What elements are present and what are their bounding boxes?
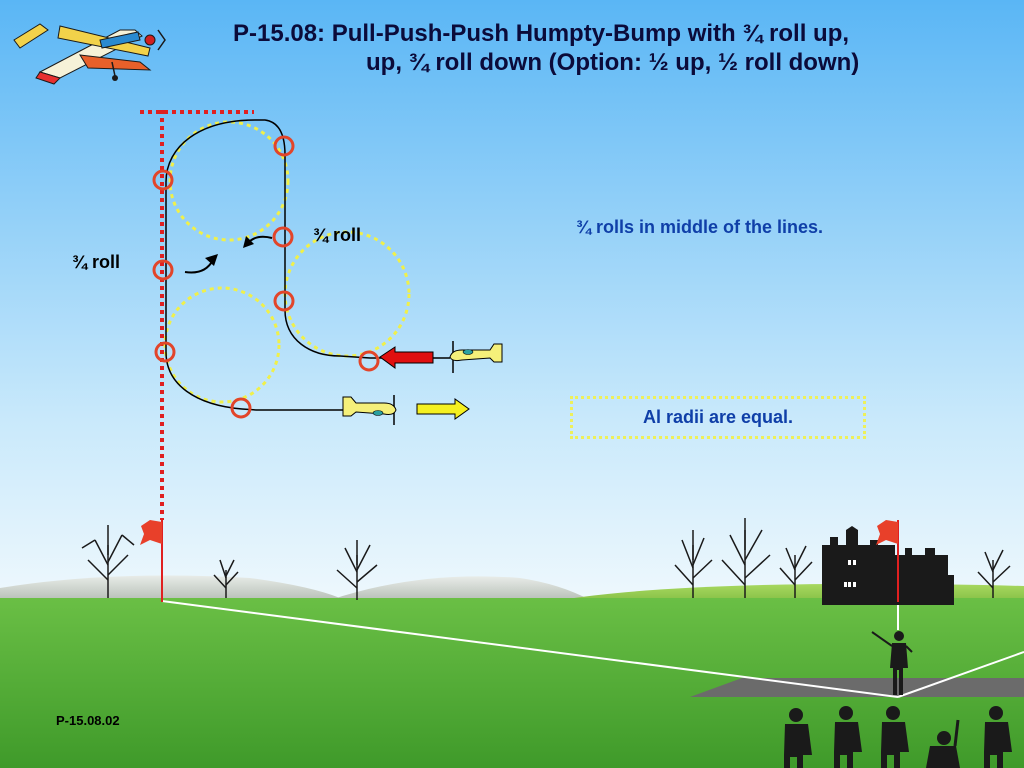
title-line-1: P-15.08: Pull-Push-Push Humpty-Bump with… [233,20,850,47]
marker-left-lower [154,341,176,363]
pilot-silhouette [871,631,913,695]
logo-airplane [13,23,166,85]
judge-5 [984,706,1012,768]
marker-exit [230,397,252,419]
judge-4 [926,719,960,768]
entry-plane [449,341,503,373]
flag-left [140,520,163,602]
tree-4 [674,530,713,598]
exit-arrow [416,398,470,420]
radii-note-text: Al radii are equal. [642,407,794,427]
figure-markers [152,135,380,419]
distant-hill-center [330,576,590,600]
marker-entry [358,350,380,372]
judge-2 [834,706,862,768]
field-line-left [161,600,899,698]
tree-5 [721,518,771,598]
radius-guide-bottom [163,286,281,404]
distant-hill-left [0,575,340,600]
judge-1 [784,708,812,768]
tree-3 [336,540,378,600]
roll-arrow-left [184,254,218,274]
marker-center [272,226,294,248]
marker-top-right [273,135,295,157]
tree-2 [213,559,239,598]
title-line-2: up, ¾ roll down (Option: ½ up, ½ roll do… [366,49,860,76]
judges-silhouettes [784,706,1012,768]
flag-right [876,520,899,602]
figure-code: P-15.08.02 [56,713,120,728]
tree-1 [81,525,135,598]
tree-7 [977,549,1011,598]
field-line-right [897,651,1024,698]
marker-right-lower [273,290,295,312]
runway [690,678,1024,697]
entry-arrow [379,346,434,369]
sky [0,0,1024,600]
marker-left-upper [152,169,174,191]
roll-label-left: ¾ roll [72,252,121,272]
radius-guide-top [168,120,290,242]
exit-plane [342,395,397,425]
castle-windows [844,560,856,587]
roll-arrow-right [243,235,273,248]
marker-left-mid [152,259,174,281]
rolls-middle-note: ¾ rolls in middle of the lines. [576,217,824,237]
roll-label-right: ¾ roll [313,225,362,245]
flight-path [165,119,450,411]
radii-note-box: Al radii are equal. [570,396,866,439]
tree-6 [779,545,813,598]
judge-3 [881,706,909,768]
